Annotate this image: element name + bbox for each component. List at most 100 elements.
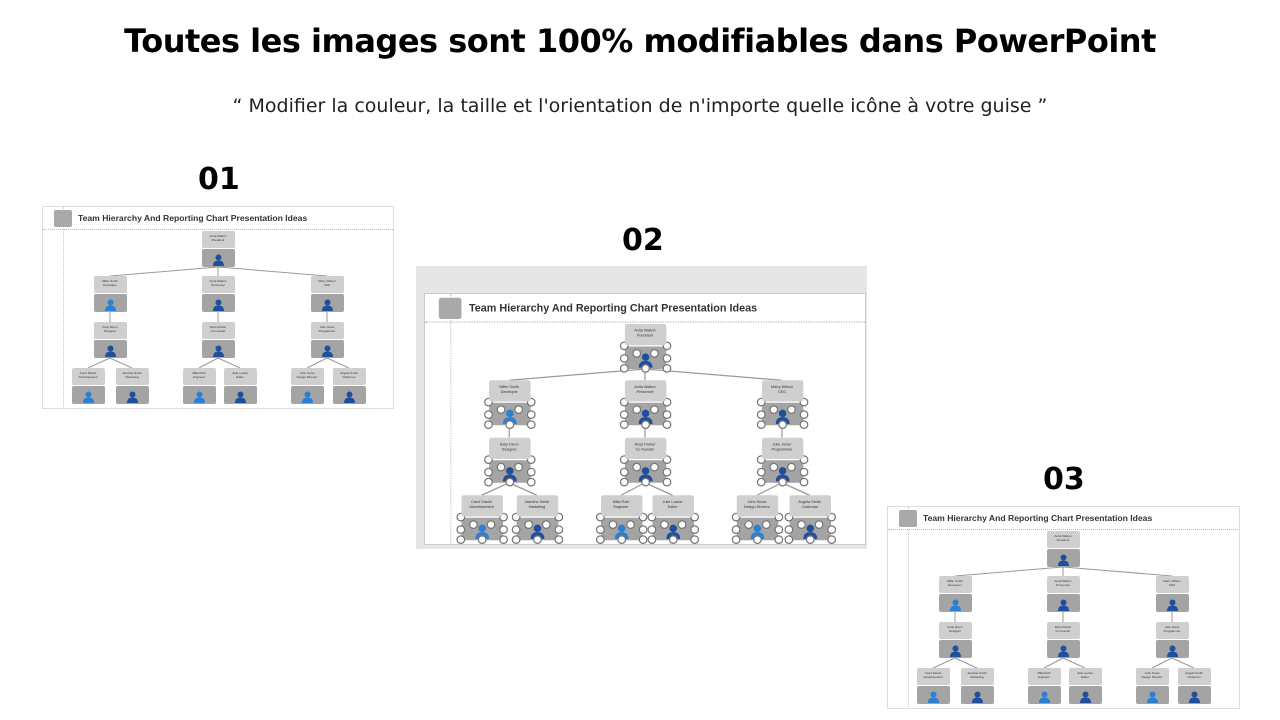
selection-handle[interactable] xyxy=(783,512,793,522)
selection-handle[interactable] xyxy=(526,410,535,419)
selection-handle[interactable] xyxy=(661,420,671,429)
selection-handle[interactable] xyxy=(526,455,535,464)
thumbnail-3-org-chart[interactable]: Team Hierarchy And Reporting Chart Prese… xyxy=(887,506,1240,709)
selection-handle[interactable] xyxy=(631,349,641,358)
selection-handle[interactable] xyxy=(619,477,629,487)
selection-handle[interactable] xyxy=(468,520,478,529)
selection-handle[interactable] xyxy=(638,512,647,522)
selection-handle[interactable] xyxy=(513,405,523,414)
selection-handle[interactable] xyxy=(498,535,508,544)
selection-handle[interactable] xyxy=(805,535,815,544)
selection-handle[interactable] xyxy=(619,354,629,363)
selection-handle[interactable] xyxy=(689,512,699,522)
selection-handle[interactable] xyxy=(798,397,808,407)
selection-handle[interactable] xyxy=(798,455,808,464)
selection-handle[interactable] xyxy=(661,477,671,487)
selection-handle[interactable] xyxy=(526,397,535,407)
org-node-icon-box[interactable] xyxy=(223,386,257,404)
selection-handle[interactable] xyxy=(661,364,671,373)
org-node-icon-box[interactable] xyxy=(960,686,994,704)
selection-handle[interactable] xyxy=(798,477,808,487)
selection-handle[interactable] xyxy=(619,341,629,351)
selection-handle[interactable] xyxy=(496,405,505,414)
selection-handle[interactable] xyxy=(553,535,563,544)
selection-handle[interactable] xyxy=(485,520,495,529)
selection-handle[interactable] xyxy=(619,467,629,477)
selection-handle[interactable] xyxy=(773,512,783,522)
selection-handle[interactable] xyxy=(526,467,535,477)
selection-handle[interactable] xyxy=(786,405,796,414)
selection-handle[interactable] xyxy=(826,512,836,522)
org-node-icon-box[interactable] xyxy=(938,594,972,612)
org-node-icon-box[interactable] xyxy=(332,386,366,404)
selection-handle[interactable] xyxy=(541,520,551,529)
selection-handle[interactable] xyxy=(511,525,520,534)
org-node-icon-box[interactable] xyxy=(938,640,972,658)
selection-handle[interactable] xyxy=(619,397,629,407)
org-node-icon-box[interactable] xyxy=(290,386,324,404)
selection-handle[interactable] xyxy=(619,420,629,429)
selection-handle[interactable] xyxy=(689,525,699,534)
selection-handle[interactable] xyxy=(773,535,783,544)
selection-handle[interactable] xyxy=(646,535,656,544)
selection-handle[interactable] xyxy=(731,512,740,522)
selection-handle[interactable] xyxy=(731,535,740,544)
selection-handle[interactable] xyxy=(668,535,678,544)
selection-handle[interactable] xyxy=(496,462,505,472)
selection-handle[interactable] xyxy=(638,535,647,544)
org-node-icon-box[interactable] xyxy=(1027,686,1061,704)
selection-handle[interactable] xyxy=(483,455,493,464)
selection-handle[interactable] xyxy=(498,525,508,534)
selection-handle[interactable] xyxy=(756,420,766,429)
selection-handle[interactable] xyxy=(532,535,542,544)
selection-handle[interactable] xyxy=(625,520,635,529)
org-node-icon-box[interactable] xyxy=(93,340,127,358)
selection-handle[interactable] xyxy=(638,525,647,534)
org-node-icon-box[interactable] xyxy=(1177,686,1211,704)
selection-handle[interactable] xyxy=(553,525,563,534)
selection-handle[interactable] xyxy=(649,405,659,414)
selection-handle[interactable] xyxy=(595,512,605,522)
selection-handle[interactable] xyxy=(786,462,796,472)
selection-handle[interactable] xyxy=(526,420,535,429)
org-node-icon-box[interactable] xyxy=(201,249,235,267)
selection-handle[interactable] xyxy=(826,535,836,544)
selection-handle[interactable] xyxy=(798,420,808,429)
selection-handle[interactable] xyxy=(455,535,465,544)
org-node-icon-box[interactable] xyxy=(182,386,216,404)
selection-handle[interactable] xyxy=(768,462,778,472)
org-node-icon-box[interactable] xyxy=(1135,686,1169,704)
selection-handle[interactable] xyxy=(689,535,699,544)
selection-handle[interactable] xyxy=(826,525,836,534)
selection-handle[interactable] xyxy=(743,520,753,529)
selection-handle[interactable] xyxy=(814,520,823,529)
selection-handle[interactable] xyxy=(661,467,671,477)
selection-handle[interactable] xyxy=(783,535,793,544)
org-node-icon-box[interactable] xyxy=(1068,686,1102,704)
selection-handle[interactable] xyxy=(756,467,766,477)
org-node-icon-box[interactable] xyxy=(310,340,344,358)
org-node-icon-box[interactable] xyxy=(1046,549,1080,567)
org-node-icon-box[interactable] xyxy=(1046,594,1080,612)
